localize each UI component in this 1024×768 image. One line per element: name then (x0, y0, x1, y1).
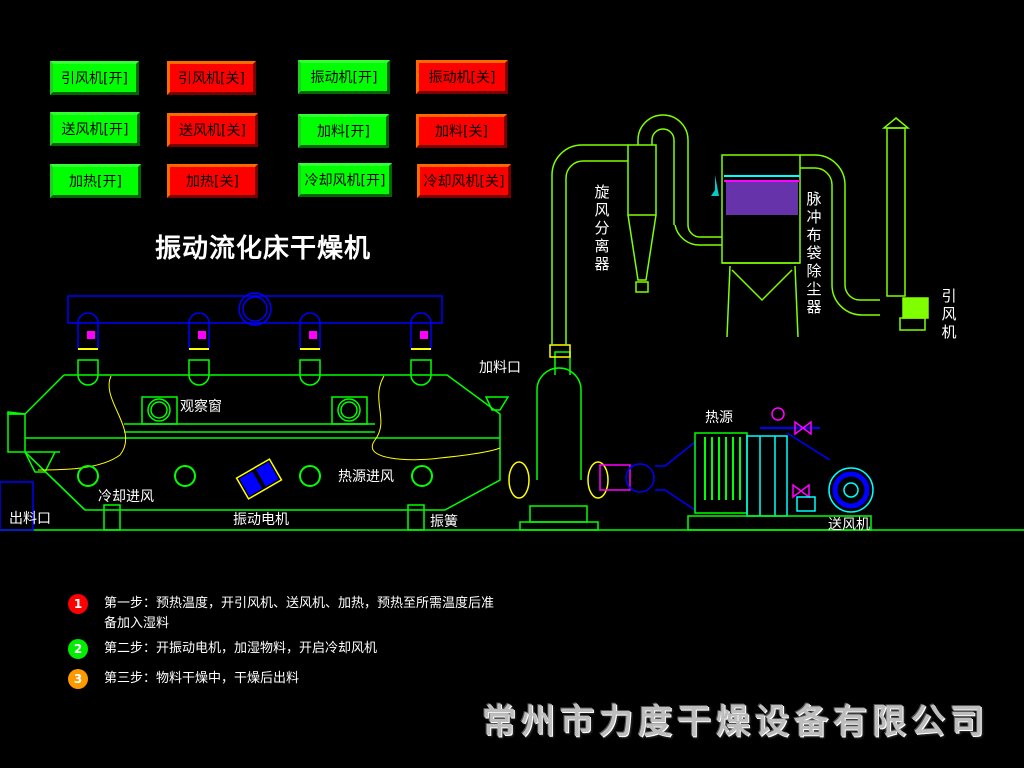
heating-on-button[interactable]: 加热[开] (50, 164, 141, 198)
fluid-bed-dryer (0, 292, 510, 531)
vibrator-off-button[interactable]: 振动机[关] (416, 60, 508, 94)
cooling-fan-on-button[interactable]: 冷却风机[开] (298, 163, 392, 197)
blower-off-button[interactable]: 送风机[关] (167, 113, 258, 147)
induced-fan-on-button[interactable]: 引风机[开] (50, 61, 139, 95)
vibrator-on-button[interactable]: 振动机[开] (298, 60, 390, 94)
page-title: 振动流化床干燥机 (155, 234, 372, 264)
feed-inlet-label: 加料口 (479, 360, 521, 376)
induced-fan-label: 引风机 (941, 287, 957, 341)
discharge-label: 出料口 (9, 511, 51, 527)
observation-window-label: 观察窗 (180, 399, 222, 415)
step-2: 2 第二步：开振动电机，加湿物料，开启冷却风机 (68, 639, 494, 659)
step-number-badge: 1 (68, 594, 88, 614)
filter-bags (711, 175, 800, 215)
heating-off-button[interactable]: 加热[关] (167, 164, 258, 198)
cyclone-label: 旋风分离器 (594, 183, 610, 273)
heater-assembly (508, 344, 874, 531)
step-text: 第二步：开振动电机，加湿物料，开启冷却风机 (104, 641, 378, 656)
step-text: 第三步：物料干燥中，干燥后出料 (104, 671, 300, 686)
spring-label: 振簧 (430, 514, 458, 530)
induced-fan-off-button[interactable]: 引风机[关] (167, 61, 256, 95)
company-name: 常州市力度干燥设备有限公司 (482, 702, 989, 742)
hot-air-inlet-label: 热源进风 (338, 469, 394, 485)
cooling-inlet-label: 冷却进风 (98, 489, 154, 505)
feed-off-button[interactable]: 加料[关] (416, 114, 507, 148)
step-number-badge: 3 (68, 669, 88, 689)
vibration-motor-label: 振动电机 (233, 512, 289, 528)
step-text: 第一步：预热温度，开引风机、送风机、加热，预热至所需温度后准备加入湿料 (104, 596, 495, 631)
feed-on-button[interactable]: 加料[开] (298, 114, 389, 148)
step-1: 1 第一步：预热温度，开引风机、送风机、加热，预热至所需温度后准备加入湿料 (68, 594, 494, 634)
step-3: 3 第三步：物料干燥中，干燥后出料 (68, 669, 494, 689)
cooling-fan-off-button[interactable]: 冷却风机[关] (417, 164, 511, 198)
blower-label: 送风机 (828, 517, 870, 533)
blower-on-button[interactable]: 送风机[开] (50, 112, 140, 146)
step-number-badge: 2 (68, 639, 88, 659)
bag-filter-label: 脉冲布袋除尘器 (806, 190, 822, 316)
cyclone-and-filter (551, 114, 929, 345)
heat-source-label: 热源 (705, 410, 733, 426)
